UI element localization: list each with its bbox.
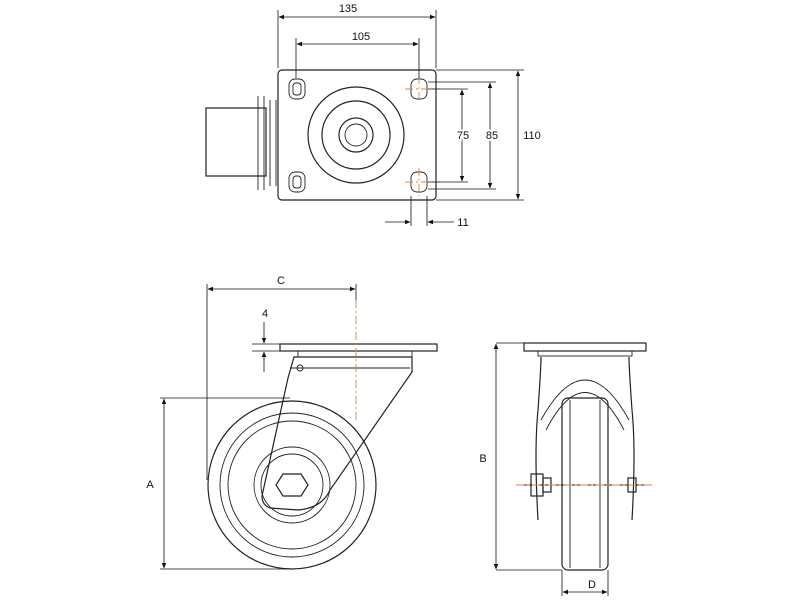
top-view [205, 10, 524, 226]
dim-75-label: 75 [457, 130, 469, 142]
dim-110-label: 110 [523, 130, 541, 142]
dim-a-label: A [146, 479, 154, 491]
dim-d-label: D [588, 579, 596, 591]
dim-4-label: 4 [262, 308, 268, 320]
dim-135-label: 135 [339, 3, 357, 15]
top-view-labels: 135 105 75 85 110 11 [339, 3, 543, 229]
side-view [160, 284, 438, 570]
side-view-labels: C 4 A [146, 275, 285, 491]
dim-11-label: 11 [457, 217, 468, 229]
front-view [493, 342, 652, 596]
dim-b-label: B [479, 453, 486, 465]
dim-85-label: 85 [486, 130, 498, 142]
dim-c-label: C [277, 275, 285, 287]
dim-105-label: 105 [352, 31, 370, 43]
front-view-labels: B D [479, 453, 596, 591]
